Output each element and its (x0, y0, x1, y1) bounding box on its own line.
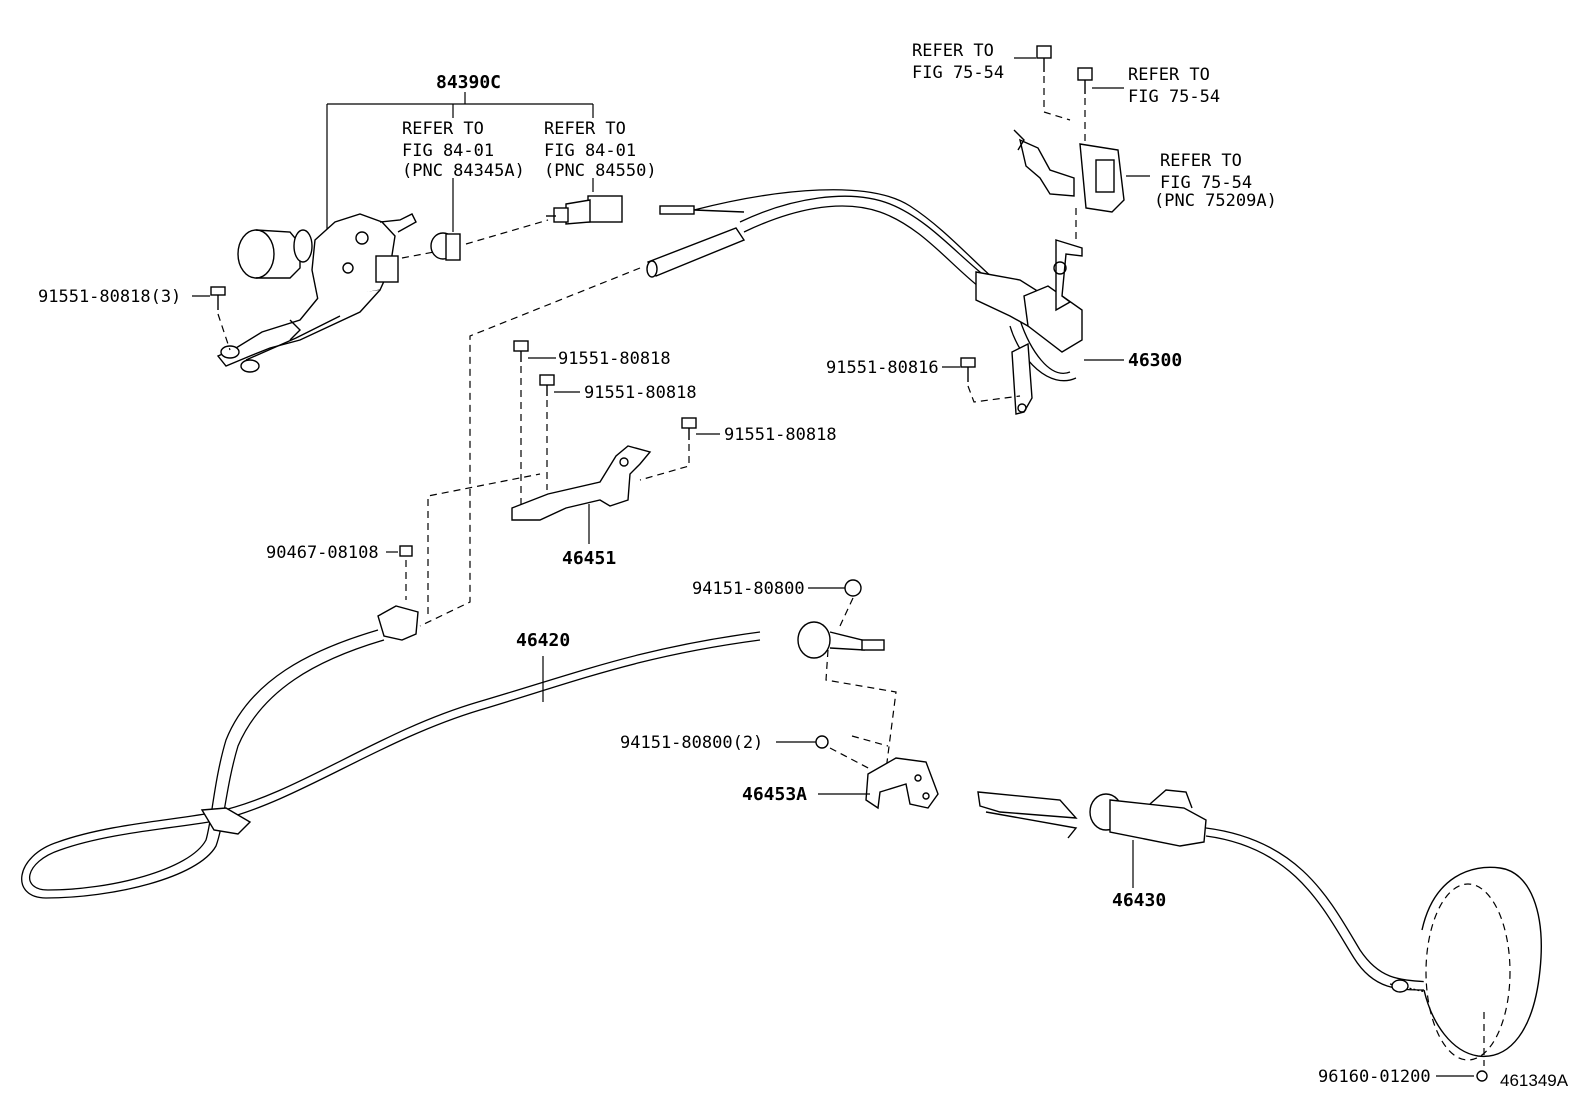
cable-46430 (977, 789, 1481, 1005)
label-46420: 46420 (516, 630, 570, 651)
label-refer-b-2: FIG 84-01 (544, 141, 636, 161)
part-46300-body (975, 239, 1083, 415)
label-refer-d-2: FIG 75-54 (1128, 87, 1220, 107)
brake-drum (1421, 866, 1542, 1082)
bolt-80816 (942, 357, 1021, 403)
label-46451: 46451 (562, 548, 616, 569)
label-bolt-b: 91551-80818 (584, 383, 697, 403)
label-refer-c-2: FIG 75-54 (912, 63, 1004, 83)
figure-id: 461349A (1500, 1071, 1569, 1090)
label-refer-e-2: FIG 75-54 (1160, 173, 1252, 193)
label-46453a: 46453A (742, 784, 807, 805)
pedal-assembly (216, 213, 417, 373)
label-bolt-3: 91551-80818(3) (38, 287, 181, 307)
bolt-3 (192, 286, 231, 351)
label-bolt-c: 91551-80818 (724, 425, 837, 445)
label-pin-96160: 96160-01200 (1318, 1067, 1431, 1087)
label-refer-e-1: REFER TO (1160, 151, 1242, 171)
label-nut-94151: 94151-80800 (692, 579, 805, 599)
label-bolt-80816: 91551-80816 (826, 358, 939, 378)
label-bolt-a: 91551-80818 (558, 349, 671, 369)
label-refer-c-1: REFER TO (912, 41, 994, 61)
label-nut-94151-2: 94151-80800(2) (620, 733, 763, 753)
upper-cable (646, 189, 1077, 382)
cable-46420 (21, 605, 885, 899)
label-refer-a-2: FIG 84-01 (402, 141, 494, 161)
clip-90467 (386, 545, 413, 600)
switch-84550 (546, 195, 623, 225)
label-clip-90467: 90467-08108 (266, 543, 379, 563)
bracket-46453a (776, 735, 939, 810)
guide-line (419, 267, 641, 627)
label-46300: 46300 (1128, 350, 1182, 371)
switch-84345a (401, 219, 549, 261)
label-84390c: 84390C (436, 72, 501, 93)
label-refer-b-1: REFER TO (544, 119, 626, 139)
bracket-46451 (427, 340, 720, 614)
label-46430: 46430 (1112, 890, 1166, 911)
label-refer-a-1: REFER TO (402, 119, 484, 139)
upper-right-bracket (1013, 45, 1150, 240)
label-refer-b-3: (PNC 84550) (544, 161, 657, 181)
label-refer-d-1: REFER TO (1128, 65, 1210, 85)
label-refer-a-3: (PNC 84345A) (402, 161, 525, 181)
label-refer-e-3: (PNC 75209A) (1154, 191, 1277, 211)
nut-94151 (808, 579, 897, 771)
assy-84390c-bracket (326, 92, 594, 232)
